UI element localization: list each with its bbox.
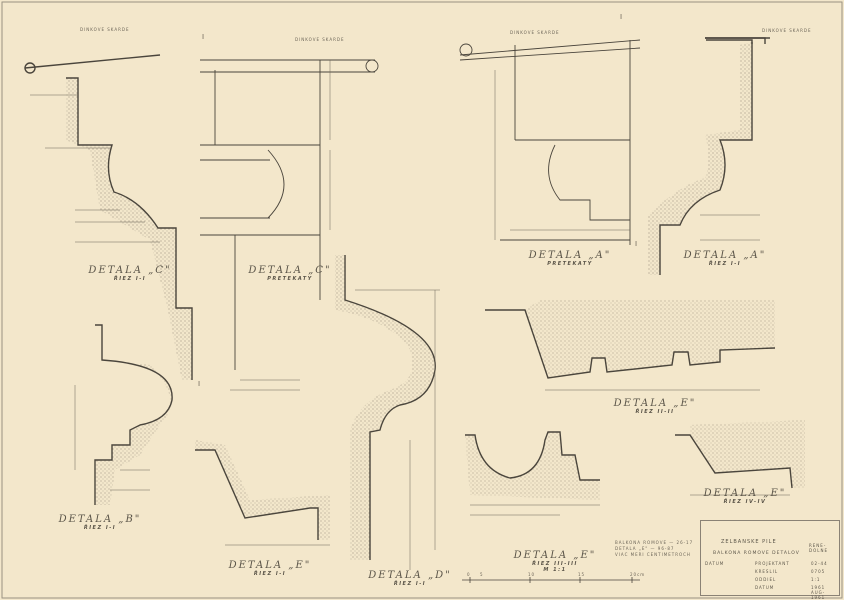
scale-bar — [462, 577, 640, 583]
detail-label: DETALA „E"ŘIEZ IV-IV — [703, 488, 787, 505]
section-mark: I — [198, 380, 202, 388]
callout-label: DINKOVE SKARDE — [80, 27, 130, 32]
section-mark: I — [202, 33, 206, 41]
row-label: KRESLIL — [755, 569, 779, 574]
detail-c-elevation — [200, 59, 379, 370]
callout-label: DINKOVE SKARDE — [295, 37, 345, 42]
row-label: ODDIEL — [755, 577, 777, 582]
row-value: 02-44 — [811, 561, 828, 566]
sheet-code: RENE-DOLNE — [809, 543, 828, 553]
note-line: BALKONA ROMOVE — 26-17 — [615, 540, 694, 545]
note-line: VIAC MERI CENTIMETROCH — [615, 552, 691, 557]
title-block: ZELBANSKE PILE BALKONA ROMOVE DETALOV RE… — [700, 520, 840, 600]
row-value: 0705 — [811, 569, 826, 574]
detail-e-section-4-profile — [675, 420, 805, 489]
detail-b-profile — [94, 324, 173, 505]
detail-label: DETALA „A"PRETEKATY — [528, 250, 612, 267]
callout-label: DINKOVE SKARDE — [510, 30, 560, 35]
detail-e-section-1-profile — [195, 440, 330, 540]
detail-label: DETALA „B"ŘIEZ I-I — [58, 514, 142, 531]
callout-label: DINKOVE SKARDE — [762, 28, 812, 33]
project-name: ZELBANSKE PILE — [721, 539, 777, 545]
detail-label: DETALA „E"ŘIEZ II-II — [613, 398, 697, 415]
detail-label: DETALA „D"ŘIEZ I-I — [368, 570, 452, 587]
detail-c-section-profile — [24, 54, 193, 380]
detail-label: DETALA „E"ŘIEZ I-I — [228, 560, 312, 577]
note-line: DETALA „E" — 96-87 — [615, 546, 675, 551]
detail-label: DETALA „C"PRETEKATY — [248, 265, 332, 282]
section-mark: I — [635, 240, 639, 248]
detail-d-profile — [335, 255, 436, 560]
detail-a-section-profile — [648, 37, 770, 275]
sign-label: DATUM — [705, 561, 725, 566]
drawing-name: BALKONA ROMOVE DETALOV — [713, 551, 800, 556]
detail-a-elevation — [459, 39, 641, 245]
detail-label: DETALA „A"ŘIEZ I-I — [683, 250, 767, 267]
section-mark: I — [620, 13, 624, 21]
detail-e-section-2-profile — [485, 300, 776, 379]
detail-e-section-3-profile — [465, 431, 600, 500]
row-label: PROJEKTANT — [755, 561, 790, 566]
row-value: 1:1 — [811, 577, 821, 582]
detail-label: DETALA „C"ŘIEZ I-I — [88, 265, 172, 282]
dimension-lines — [30, 60, 790, 570]
row-value: 1961 AUG-1961 — [811, 585, 826, 600]
row-label: DATUM — [755, 585, 775, 590]
